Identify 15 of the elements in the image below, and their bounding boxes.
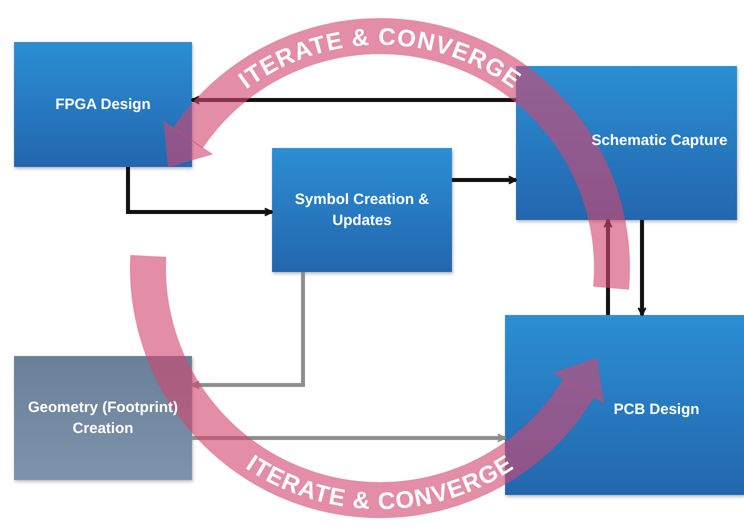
box-label: Schematic Capture: [592, 130, 728, 150]
box-label: PCB Design: [614, 400, 700, 420]
box-label: Symbol Creation & Updates: [294, 190, 430, 231]
box-label: Geometry (Footprint) Creation: [27, 398, 179, 439]
arrow: [191, 272, 305, 390]
arrow: [191, 96, 516, 104]
arrow: [192, 434, 506, 442]
arrow: [604, 219, 612, 315]
arrow: [452, 176, 517, 184]
arrow: [126, 167, 273, 216]
process-box: [14, 42, 192, 167]
process-box: [14, 356, 192, 480]
arrow: [638, 220, 646, 316]
box-label: FPGA Design: [55, 95, 151, 115]
process-box: [272, 148, 452, 272]
